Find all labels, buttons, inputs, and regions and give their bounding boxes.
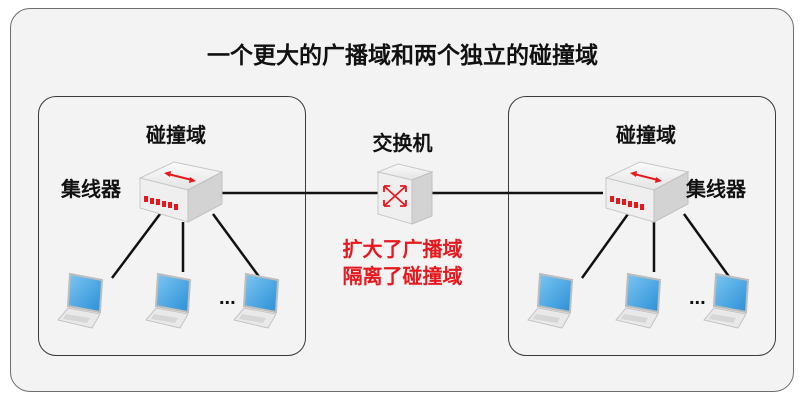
laptop-icon — [615, 272, 662, 329]
laptop-icon — [145, 272, 192, 329]
switch-note-collision: 隔离了碰撞域 — [342, 264, 463, 288]
left-hub-label: 集线器 — [61, 177, 121, 201]
link-left-hub-laptop-3 — [211, 213, 262, 279]
laptop-icon — [57, 272, 104, 329]
link-right-hub-laptop-3 — [682, 213, 732, 279]
laptop-icon — [233, 272, 280, 329]
switch-note-broadcast: 扩大了广播域 — [342, 237, 463, 261]
laptop-icon — [527, 272, 574, 329]
links — [111, 191, 732, 279]
switch-label: 交换机 — [372, 131, 433, 155]
left-ellipsis: ... — [219, 287, 236, 309]
diagram-title: 一个更大的广播域和两个独立的碰撞域 — [207, 43, 598, 69]
left-collision-domain-label: 碰撞域 — [146, 123, 206, 147]
right-ellipsis: ... — [689, 287, 706, 309]
right-hub-icon — [604, 161, 690, 223]
link-right-hub-laptop-1 — [580, 213, 630, 279]
laptop-icon — [703, 272, 750, 329]
right-collision-domain-label: 碰撞域 — [616, 123, 676, 147]
switch-icon — [376, 163, 434, 225]
left-hub-icon — [138, 161, 224, 223]
right-hub-label: 集线器 — [686, 177, 746, 201]
link-left-hub-laptop-1 — [111, 213, 161, 279]
